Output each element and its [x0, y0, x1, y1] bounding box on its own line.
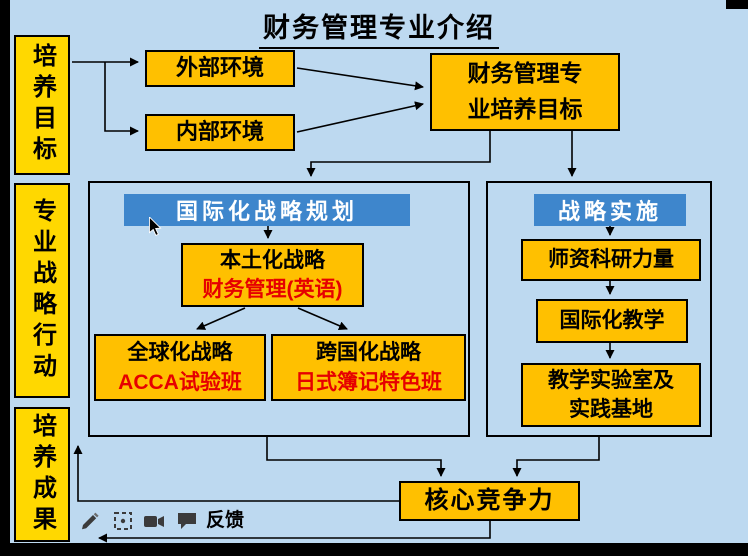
header-strategy-implementation-label: 战略实施: [557, 199, 662, 224]
letterbox-bottom: [0, 543, 748, 556]
node-international-teaching: 国际化教学: [536, 299, 688, 343]
header-strategic-planning: 国际化战略规划: [124, 194, 410, 226]
slide-title-row: 财务管理专业介绍: [10, 6, 748, 49]
group-strategic-planning: [88, 181, 470, 437]
node-globalization-strategy-sub: ACCA试验班: [118, 370, 242, 394]
node-localization-strategy-title: 本土化战略: [220, 248, 325, 272]
node-transnational-strategy-sub: 日式簿记特色班: [295, 370, 442, 394]
chat-icon[interactable]: [175, 509, 199, 533]
sidebar-box-strategy-action: 专业战略行动: [14, 183, 70, 398]
node-internal-environment-label: 内部环境: [175, 119, 264, 145]
node-training-target-line2: 业培养目标: [467, 96, 583, 122]
capture-region-icon[interactable]: [111, 509, 135, 533]
group-strategy-implementation: [486, 181, 712, 437]
sidebar-box-training-outcome: 培养成果: [14, 407, 70, 542]
node-transnational-strategy: 跨国化战略 日式簿记特色班: [271, 334, 466, 401]
node-external-environment: 外部环境: [145, 50, 295, 87]
pen-icon[interactable]: [78, 509, 102, 533]
node-core-competitiveness: 核心竞争力: [399, 481, 580, 521]
letterbox-top-right: [726, 0, 748, 9]
sidebar-box-strategy-action-label: 专业战略行动: [28, 197, 56, 384]
node-internal-environment: 内部环境: [145, 114, 295, 151]
sidebar-box-training-goal: 培养目标: [14, 35, 70, 175]
node-localization-strategy: 本土化战略 财务管理(英语): [181, 243, 364, 307]
page-title: 财务管理专业介绍: [259, 6, 499, 49]
letterbox-left: [0, 0, 10, 556]
node-international-teaching-label: 国际化教学: [559, 309, 665, 333]
node-transnational-strategy-title: 跨国化战略: [316, 341, 421, 365]
feedback-label: 反馈: [206, 510, 245, 531]
node-external-environment-label: 外部环境: [175, 55, 264, 81]
node-training-target: 财务管理专 业培养目标: [430, 53, 620, 131]
node-training-target-line1: 财务管理专: [467, 60, 583, 87]
header-strategy-implementation: 战略实施: [534, 194, 686, 226]
sidebar-box-training-goal-label: 培养目标: [28, 43, 56, 167]
node-faculty-research-label: 师资科研力量: [548, 248, 674, 272]
node-globalization-strategy-title: 全球化战略: [127, 341, 233, 365]
node-core-competitiveness-label: 核心竞争力: [424, 487, 555, 515]
node-teaching-lab-base-line1: 教学实验室及: [548, 368, 674, 392]
node-teaching-lab-base: 教学实验室及 实践基地: [521, 363, 701, 427]
node-teaching-lab-base-line2: 实践基地: [569, 398, 653, 421]
node-localization-strategy-sub: 财务管理(英语): [202, 278, 343, 301]
mouse-cursor: [149, 217, 162, 237]
camera-icon[interactable]: [142, 509, 166, 533]
sidebar-box-training-outcome-label: 培养成果: [28, 412, 56, 537]
header-strategic-planning-label: 国际化战略规划: [175, 199, 358, 224]
node-globalization-strategy: 全球化战略 ACCA试验班: [94, 334, 266, 401]
node-faculty-research: 师资科研力量: [521, 239, 701, 281]
